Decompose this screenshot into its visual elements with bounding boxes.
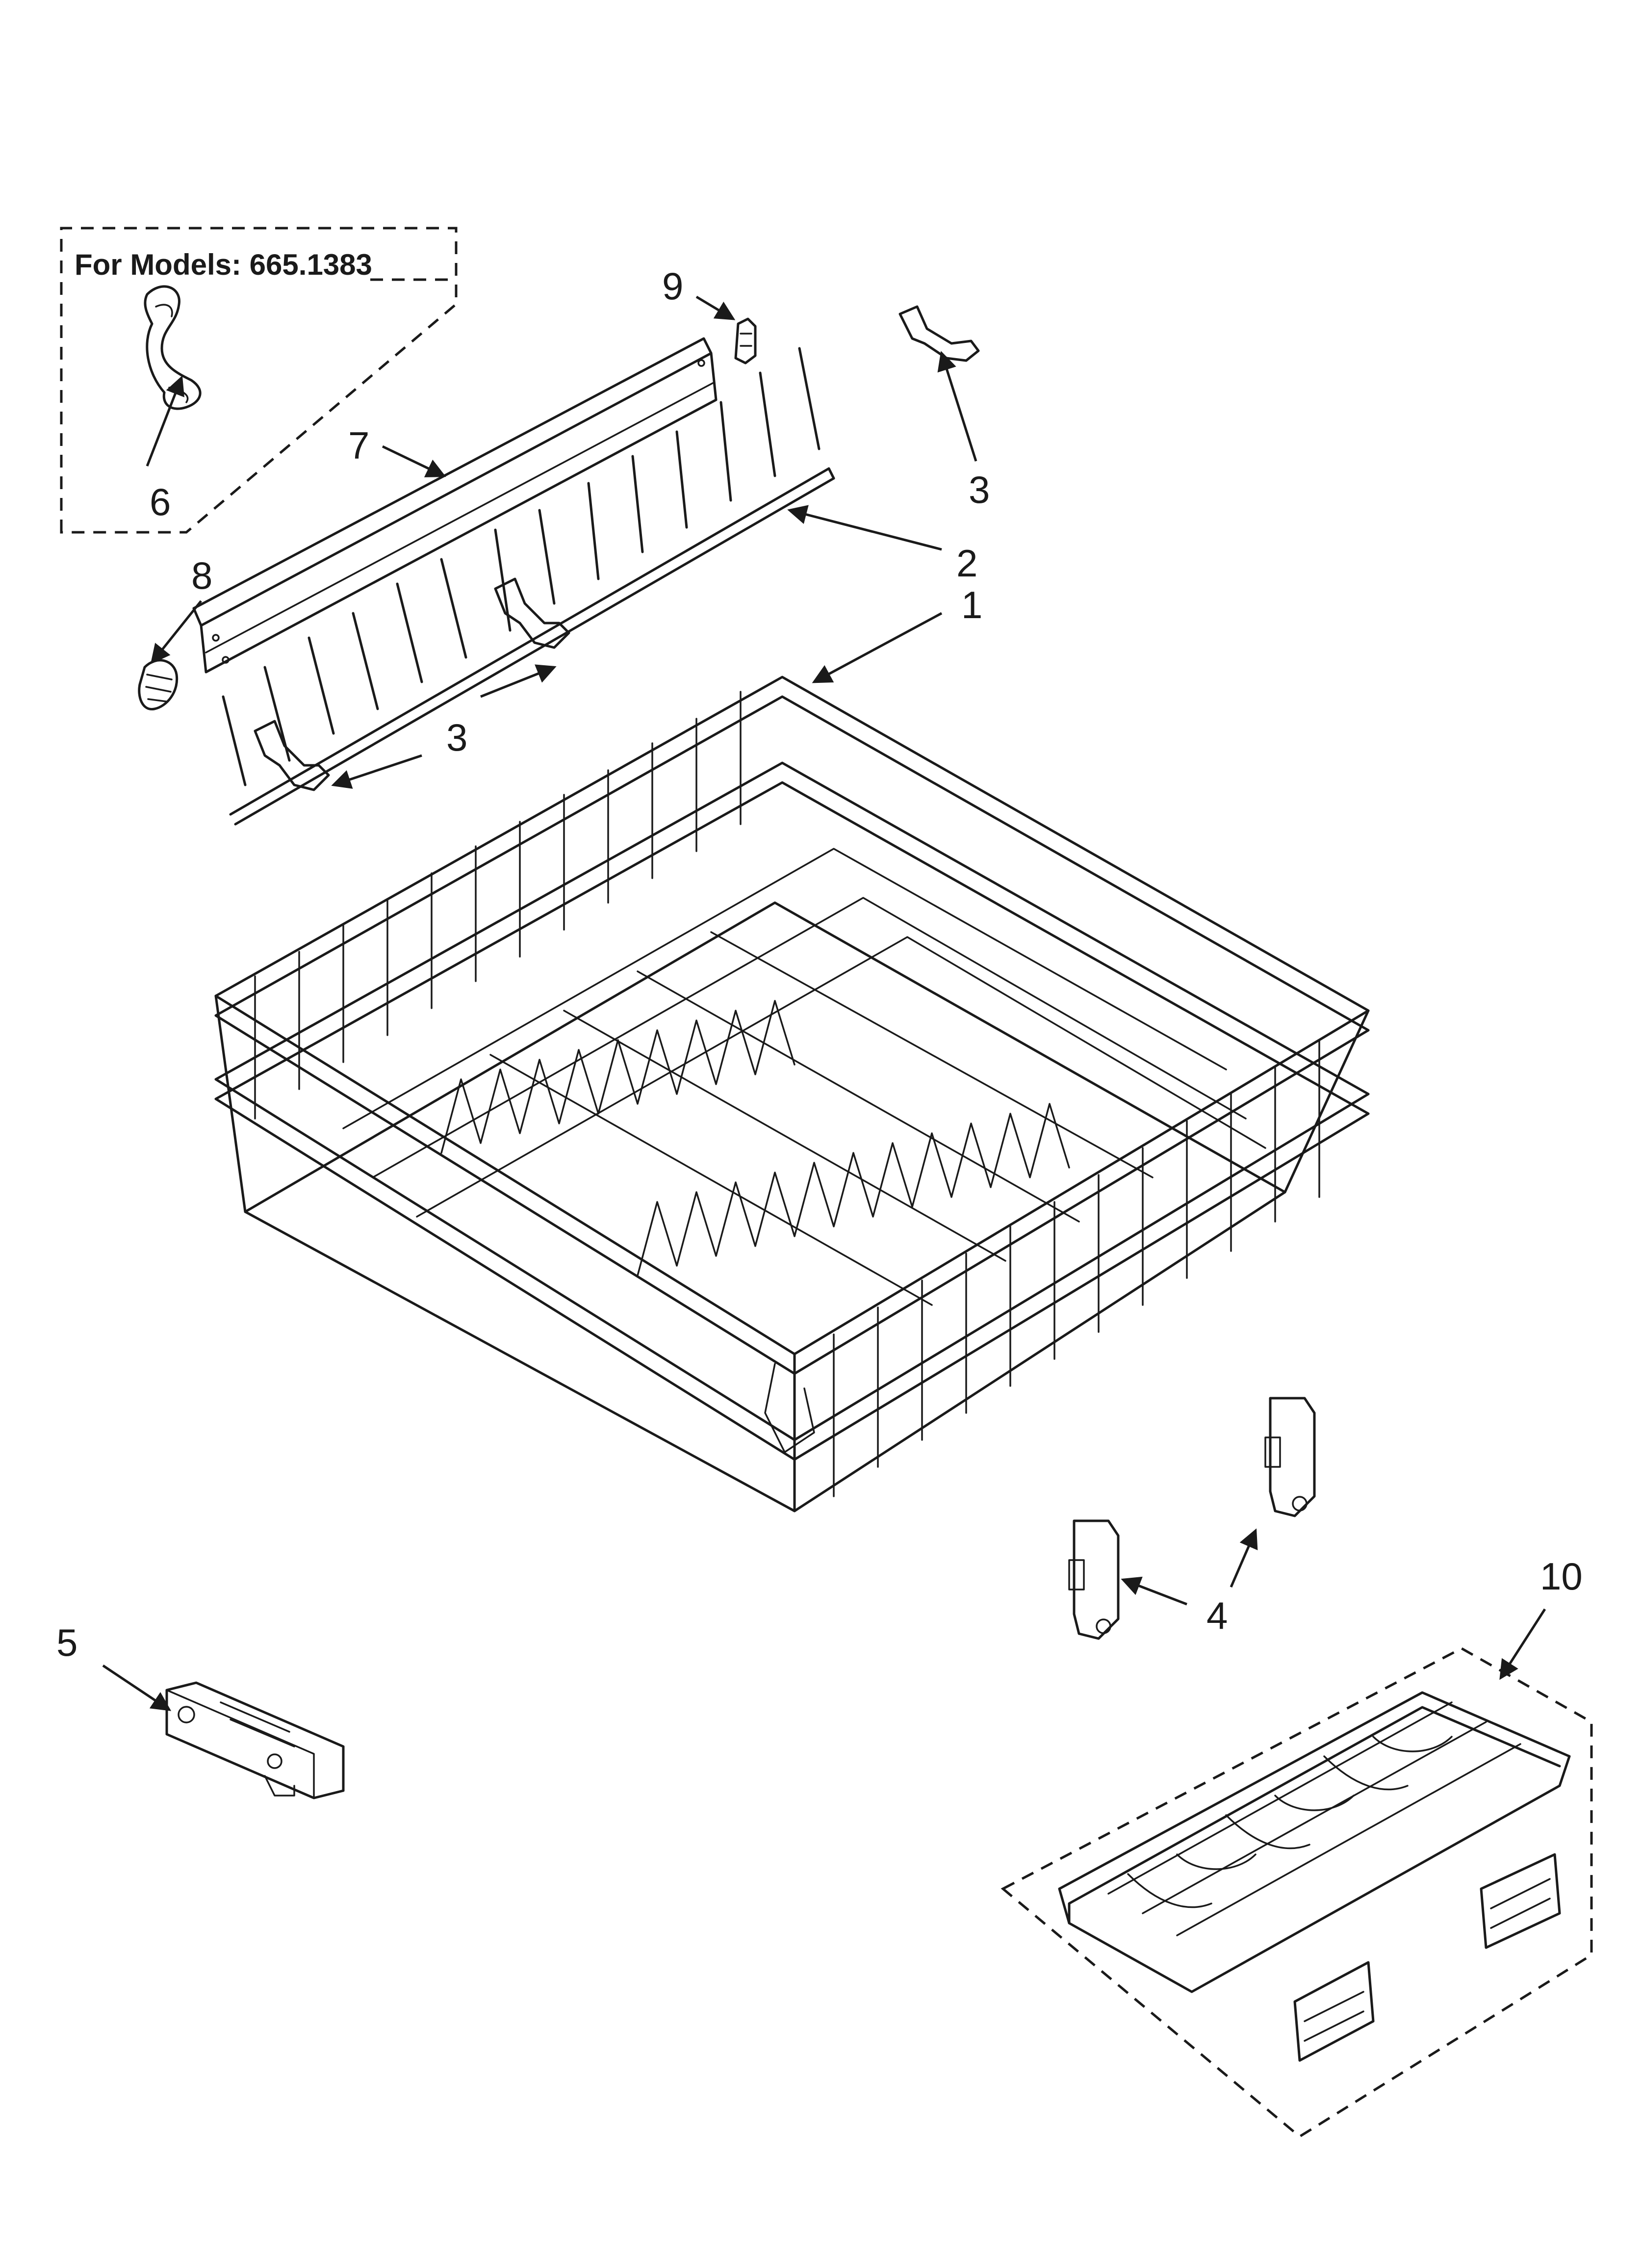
tine-row-clip-part: [254, 305, 980, 791]
callout-7: 7: [348, 424, 369, 467]
track-stop-part: [165, 1681, 345, 1799]
callout-9: 9: [662, 264, 683, 308]
callout-5: 5: [56, 1621, 77, 1664]
models-box: For Models: 665.1383: [60, 227, 458, 534]
leader-lines: [102, 295, 1546, 1711]
callout-4: 4: [1206, 1594, 1228, 1637]
callout-2: 2: [956, 542, 977, 585]
shelf-clip-part: [734, 317, 757, 365]
cup-shelf-part: [192, 337, 718, 674]
callout-1: 1: [961, 583, 982, 626]
models-heading: For Models: 665.1383: [75, 248, 372, 281]
callout-3-right: 3: [969, 468, 990, 511]
tine-row-part: [222, 347, 835, 826]
callouts: 1 2 3 3 4 5 6 7 8 9 10: [56, 264, 1583, 1664]
callout-8: 8: [191, 554, 212, 597]
rack-insert-kit-part: [1001, 1647, 1593, 2138]
shelf-end-cap-part: [138, 659, 179, 710]
tine-clip-part: [144, 285, 202, 410]
callout-10: 10: [1540, 1555, 1583, 1598]
callout-3-left: 3: [446, 716, 467, 759]
upper-rack-part: [214, 676, 1370, 1512]
rack-adjuster-part: [1068, 1397, 1316, 1640]
callout-6: 6: [150, 480, 171, 523]
